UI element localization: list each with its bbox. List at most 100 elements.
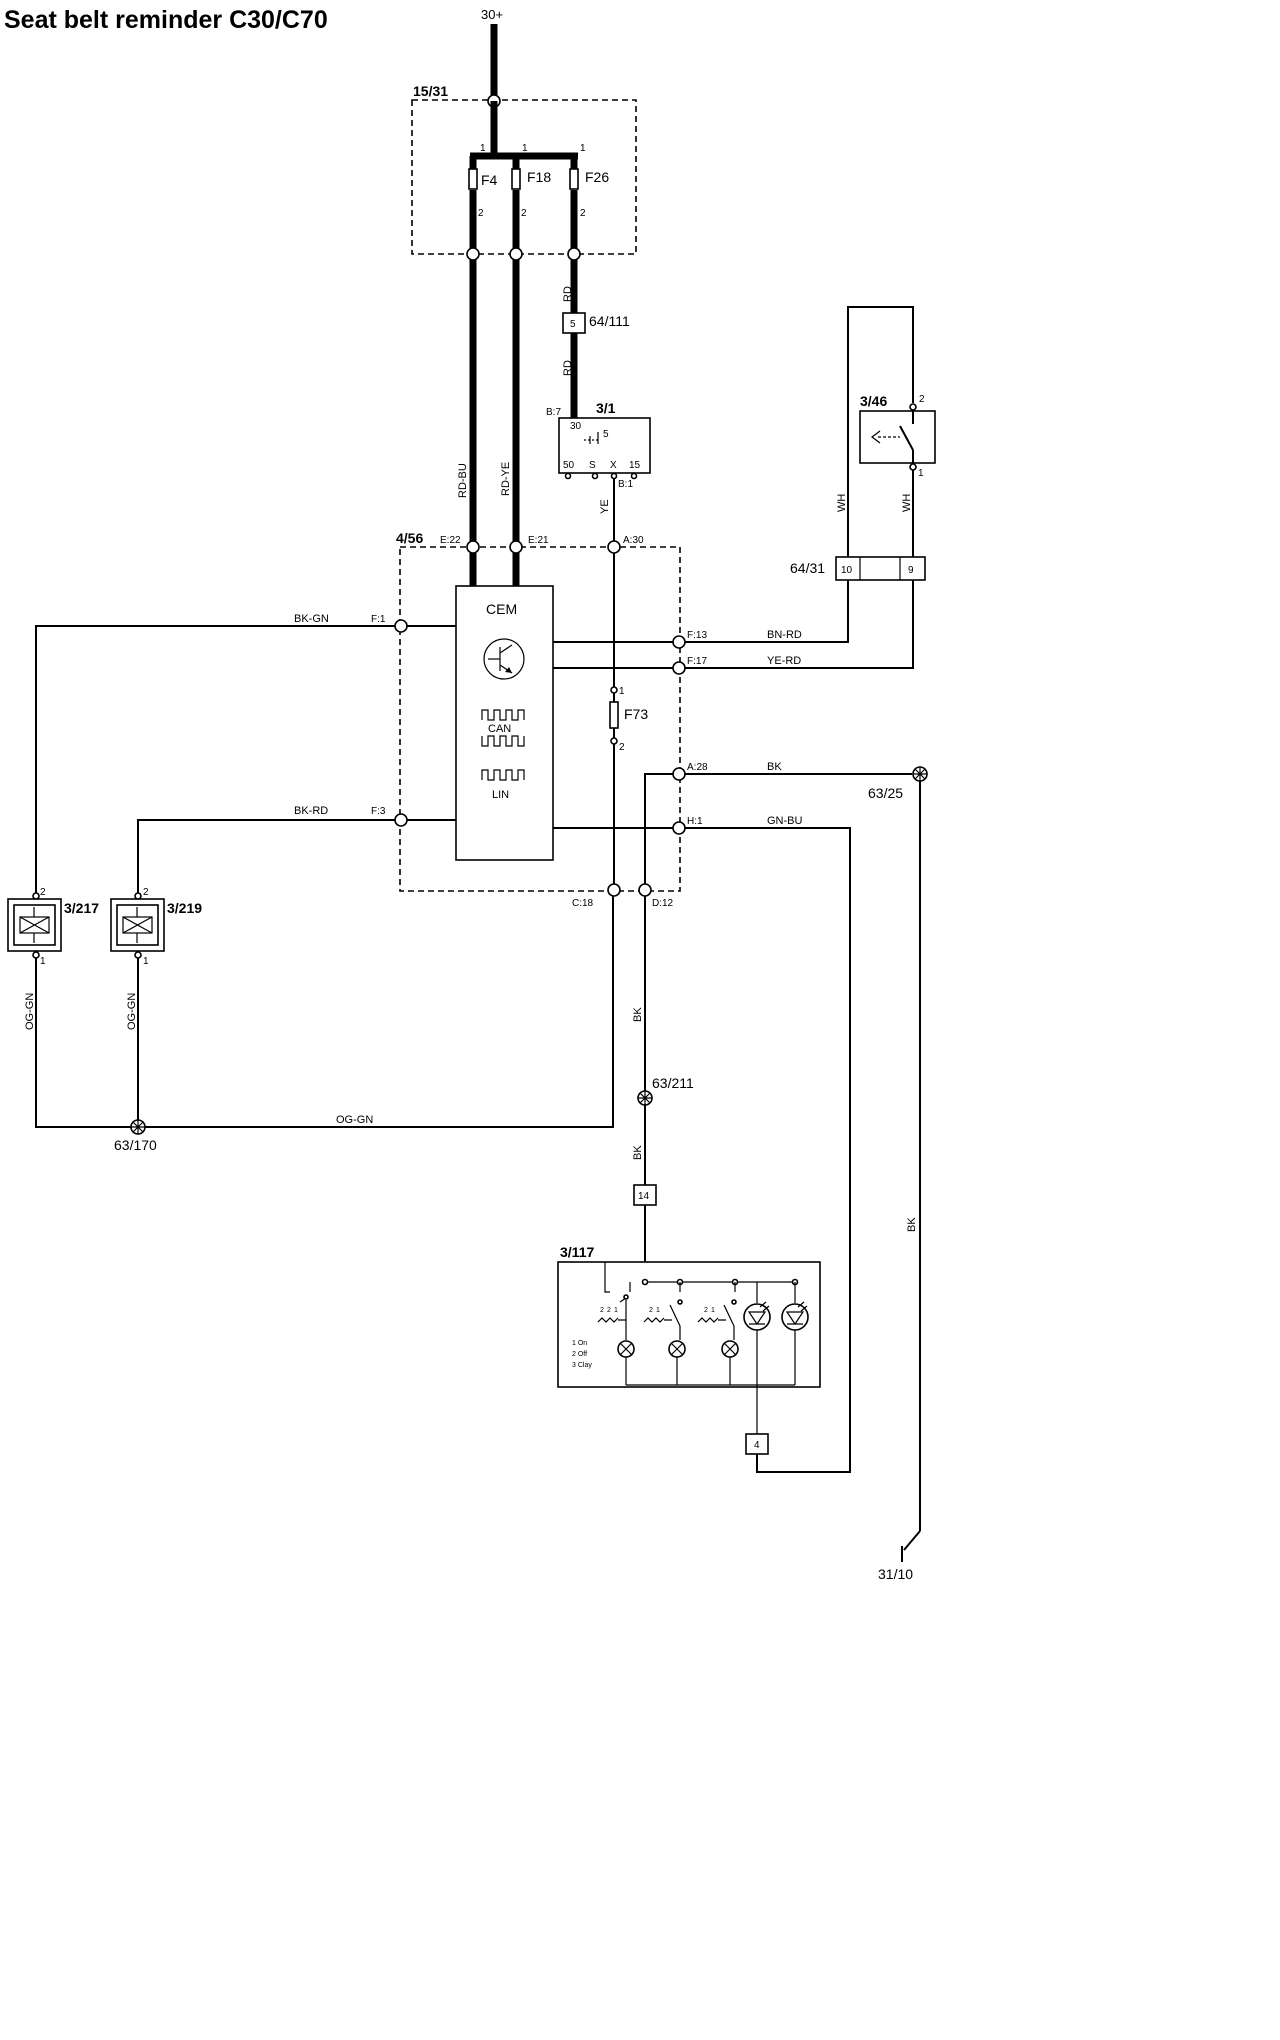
seat-sensor-3-219 xyxy=(110,898,165,952)
sensor-3-217-pin-2: 2 xyxy=(40,887,46,898)
connector-64-31-label: 64/31 xyxy=(790,560,825,576)
fuse-box-id: 15/31 xyxy=(413,83,448,99)
wire-bk-right-label: BK xyxy=(906,1217,918,1232)
panel-pin-b: 2 xyxy=(607,1307,611,1314)
wire-bk-low-label: BK xyxy=(632,1145,644,1160)
panel-pin-d: 2 xyxy=(649,1307,653,1314)
cem-node-f13 xyxy=(672,635,686,649)
wire-og-gn-left-label: OG-GN xyxy=(24,993,36,1030)
panel-pin-e: 1 xyxy=(656,1307,660,1314)
cem-node-h1 xyxy=(672,821,686,835)
wire-ye-rd xyxy=(683,580,914,669)
diagram-title: Seat belt reminder C30/C70 xyxy=(4,6,328,34)
fuse-f18-pin-out: 2 xyxy=(521,208,527,219)
cem-node-c18 xyxy=(607,883,621,897)
cem-can-label: CAN xyxy=(488,723,511,735)
ground-63-25-label: 63/25 xyxy=(868,785,903,801)
ignition-pin-5: 5 xyxy=(603,429,609,440)
cem-id: 4/56 xyxy=(396,530,423,546)
belt-switch-actuator-icon xyxy=(871,430,881,444)
connector-4 xyxy=(745,1433,769,1455)
cem-pin-f17: F:17 xyxy=(687,656,707,667)
sensor-3-219-pin-2: 2 xyxy=(143,887,149,898)
panel-pin-a: 2 xyxy=(600,1307,604,1314)
connector-14-label: 14 xyxy=(638,1191,650,1202)
fuse-f26-label: F26 xyxy=(585,169,609,185)
cem-node-d12 xyxy=(638,883,652,897)
wire-wh-right-label: WH xyxy=(901,494,913,512)
wire-bk-mid-label: BK xyxy=(632,1007,644,1022)
ignition-id: 3/1 xyxy=(596,400,616,416)
panel-left-feed xyxy=(604,1262,631,1293)
panel-switch-1 xyxy=(597,1294,629,1340)
ignition-pin-s: S xyxy=(589,460,596,471)
fuse-f73 xyxy=(609,701,619,729)
ground-31-10-icon xyxy=(901,1530,921,1562)
indicator-panel-3-117 xyxy=(557,1261,821,1388)
fuse-box-15-31 xyxy=(411,99,637,255)
can-bus-icon xyxy=(481,709,525,747)
wire-ye-label: YE xyxy=(599,499,611,514)
cem-pin-a30: A:30 xyxy=(623,535,644,546)
cem-pin-e21: E:21 xyxy=(528,535,549,546)
panel-pin-g: 1 xyxy=(711,1307,715,1314)
panel-lamp-2-icon xyxy=(668,1340,686,1358)
cem-node-e21 xyxy=(509,540,523,554)
ground-63-170-icon xyxy=(130,1119,146,1135)
cem-pin-f13: F:13 xyxy=(687,630,707,641)
fuse-f4-pin-out: 2 xyxy=(478,208,484,219)
ground-31-10-label: 31/10 xyxy=(878,1566,913,1582)
sensor-3-219-id: 3/219 xyxy=(167,900,202,916)
wiring-diagram: Seat belt reminder C30/C70 30+ 15/31 1 F… xyxy=(4,6,936,1582)
fuse-f4-pin-in: 1 xyxy=(480,143,486,154)
panel-switch-3 xyxy=(697,1299,737,1340)
fuse-f26-out-node xyxy=(567,247,581,261)
wire-bk-rd-label: BK-RD xyxy=(294,805,328,817)
wire-bk-gn xyxy=(35,625,395,894)
fuse-f73-pin-2: 2 xyxy=(619,742,625,753)
indicator-panel-id: 3/117 xyxy=(560,1244,594,1260)
cem-pin-d12: D:12 xyxy=(652,898,674,909)
fuse-f18-label: F18 xyxy=(527,169,551,185)
supply-label: 30+ xyxy=(481,7,503,22)
fuse-f26-pin-out: 2 xyxy=(580,208,586,219)
ground-63-25-icon xyxy=(912,766,928,782)
fuse-f26-pin-in: 1 xyxy=(580,143,586,154)
transistor-icon xyxy=(483,638,525,680)
fuse-f26: 1 F26 2 xyxy=(569,143,609,252)
wire-rd-ye-label: RD-YE xyxy=(500,462,512,496)
ignition-pin-x: X xyxy=(610,460,617,471)
cem-pin-a28: A:28 xyxy=(687,762,708,773)
fuse-f4: 1 F4 2 xyxy=(468,143,498,252)
connector-4-label: 4 xyxy=(754,1440,760,1451)
wire-bn-rd-label: BN-RD xyxy=(767,629,802,641)
sensor-3-217-id: 3/217 xyxy=(64,900,99,916)
wire-bk-rd xyxy=(137,819,395,894)
cem-node-e22 xyxy=(466,540,480,554)
ignition-conn-b7: B:7 xyxy=(546,407,561,418)
wire-rd-upper-label: RD xyxy=(562,286,574,302)
ground-63-170-label: 63/170 xyxy=(114,1137,157,1153)
panel-legend-clay: 3 Clay xyxy=(572,1362,592,1369)
belt-switch-pin-1: 1 xyxy=(918,468,924,479)
cem-pin-e22: E:22 xyxy=(440,535,461,546)
wire-a28-d12-link xyxy=(644,773,673,884)
cem-pin-f3: F:3 xyxy=(371,806,386,817)
cem-pin-f1: F:1 xyxy=(371,614,386,625)
wire-wh-left-label: WH xyxy=(836,494,848,512)
wire-og-gn-bottom xyxy=(145,896,614,1128)
lin-bus-icon xyxy=(481,769,525,781)
connector-64-31-pin-10: 10 xyxy=(841,565,853,576)
connector-64-111-label: 64/111 xyxy=(589,313,630,329)
wire-bk-gn-label: BK-GN xyxy=(294,613,329,625)
panel-pin-c: 1 xyxy=(614,1307,618,1314)
cem-node-a30 xyxy=(607,540,621,554)
wire-bk-a28-label: BK xyxy=(767,761,782,773)
belt-switch-contact xyxy=(899,425,914,451)
ignition-pin-15: 15 xyxy=(629,460,641,471)
connector-64-31 xyxy=(835,556,926,581)
wire-og-gn-bottom-label: OG-GN xyxy=(336,1114,373,1126)
panel-lamp-1-icon xyxy=(617,1340,635,1358)
panel-switch-2 xyxy=(643,1299,683,1340)
ignition-conn-b1: B:1 xyxy=(618,479,633,490)
